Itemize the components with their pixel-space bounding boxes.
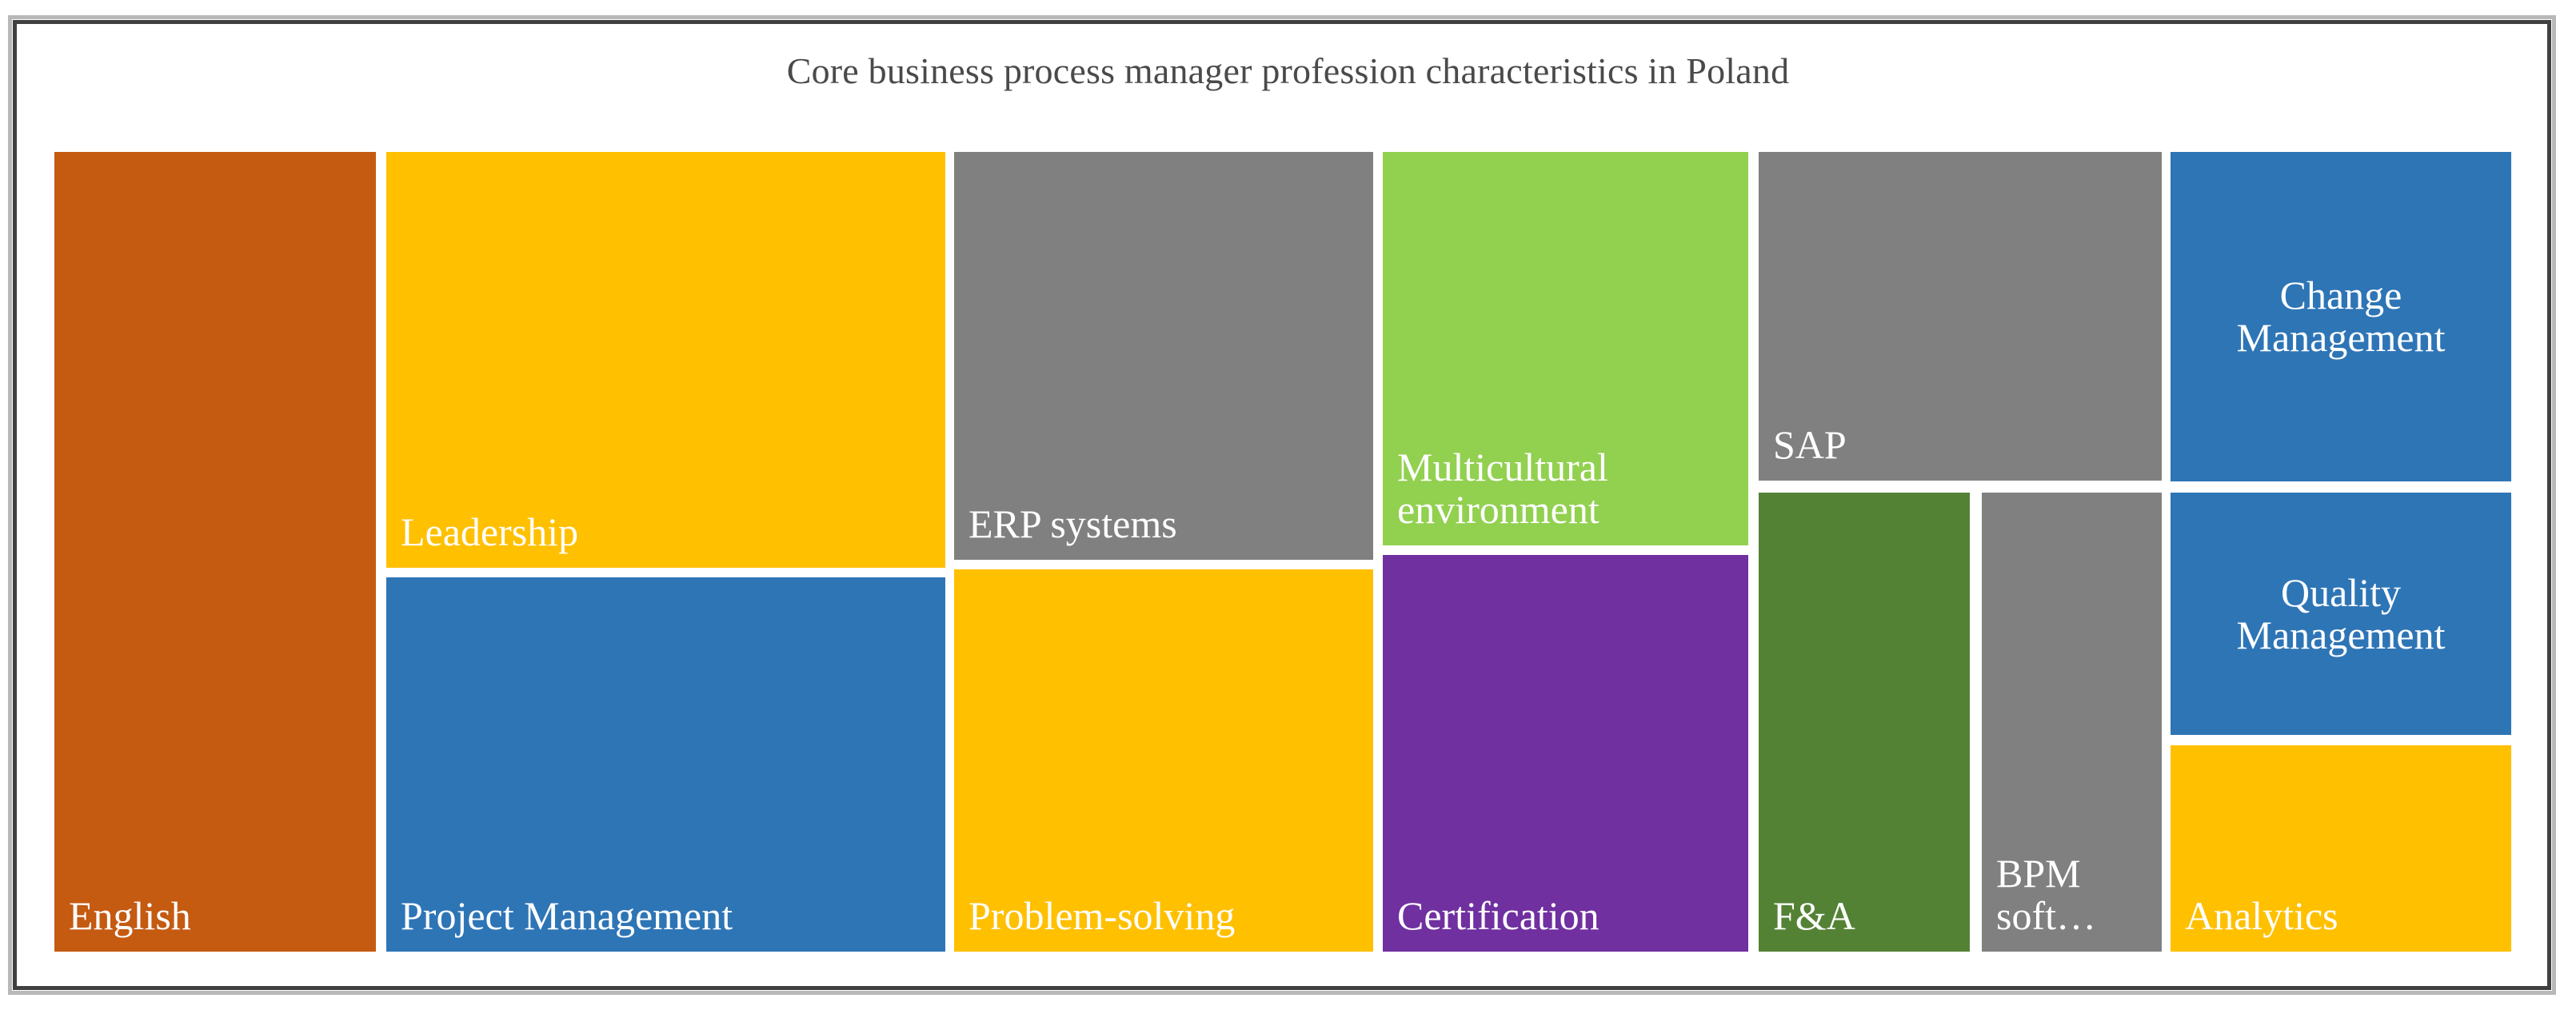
treemap-tile-label: Project Management <box>401 893 733 938</box>
treemap-tile-label: Analytics <box>2185 893 2338 938</box>
treemap-tile[interactable]: Project Management <box>386 577 945 952</box>
treemap-tile-label: English <box>69 893 191 938</box>
treemap-tile[interactable]: SAP <box>1759 152 2162 481</box>
treemap-tile[interactable]: English <box>54 152 376 952</box>
treemap-tile[interactable]: BPM soft… <box>1982 493 2162 952</box>
chart-title: Core business process manager profession… <box>786 50 1790 91</box>
treemap-tile[interactable]: Problem-solving <box>954 569 1373 952</box>
treemap-tile-label: Problem-solving <box>968 893 1236 938</box>
treemap-tile[interactable]: Analytics <box>2171 745 2511 952</box>
treemap-tile-label: F&A <box>1773 893 1855 938</box>
treemap-tile[interactable]: F&A <box>1759 493 1970 952</box>
treemap-tile[interactable]: Change Management <box>2171 152 2511 481</box>
treemap-tile-label: Certification <box>1397 893 1600 938</box>
treemap-tile[interactable]: ERP systems <box>954 152 1373 560</box>
treemap-tile[interactable]: Multicultural environment <box>1383 152 1748 545</box>
treemap-tile-label: BPM soft… <box>1996 851 2096 938</box>
treemap-tile-label: Leadership <box>401 509 579 554</box>
treemap-tile[interactable]: Leadership <box>386 152 945 568</box>
treemap-tile-label: ERP systems <box>968 501 1177 546</box>
treemap-tile-label: SAP <box>1773 422 1847 467</box>
treemap-tile[interactable]: Certification <box>1383 555 1748 952</box>
treemap-tile-label: Multicultural environment <box>1397 445 1608 532</box>
treemap-tile-label: Quality Management <box>2236 569 2446 657</box>
treemap-tile-label: Change Management <box>2236 273 2446 360</box>
treemap-tile[interactable]: Quality Management <box>2171 493 2511 735</box>
